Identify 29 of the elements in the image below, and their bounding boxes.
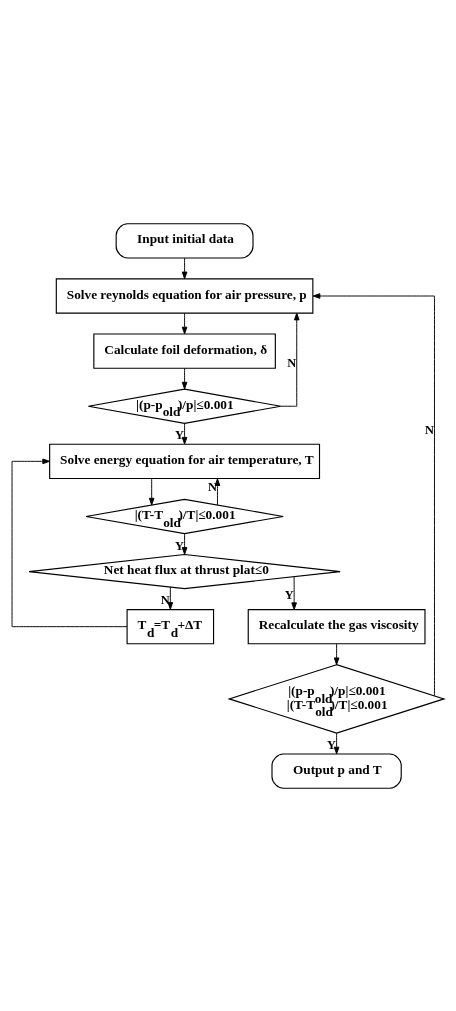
node-box: Output p and T [271,752,402,789]
arrow [11,458,128,627]
arrow [312,292,435,696]
arrow [214,477,221,505]
node-box: Recalculate the gas viscosity [247,608,426,644]
node-box: Solve reynolds equation for air pressure, p [55,277,314,314]
edge-label: N [207,479,217,494]
arrow [181,312,188,334]
arrow [333,732,340,754]
edge-label: Y [175,427,184,442]
node-box: Calculate foil deformation, δ [93,332,276,369]
node-diamond: Net heat flux at thrust plat≤0 [28,553,341,589]
arrow [181,257,188,279]
arrow [167,586,174,610]
node-box: Input initial data [115,222,254,259]
arrow [333,642,340,665]
edge-label: Y [175,538,184,553]
arrow [291,575,297,610]
edge-label: N [160,592,170,607]
arrow [181,532,188,555]
edge-label: Y [284,587,294,602]
node-box: Solve energy equation for air temperature, T [49,443,321,479]
arrow [181,367,188,389]
arrow [280,312,300,407]
arrow [181,422,188,444]
edge-label: N [424,422,434,437]
edge-label: N [287,355,297,370]
arrow [148,477,155,505]
edge-label: Y [327,737,337,752]
